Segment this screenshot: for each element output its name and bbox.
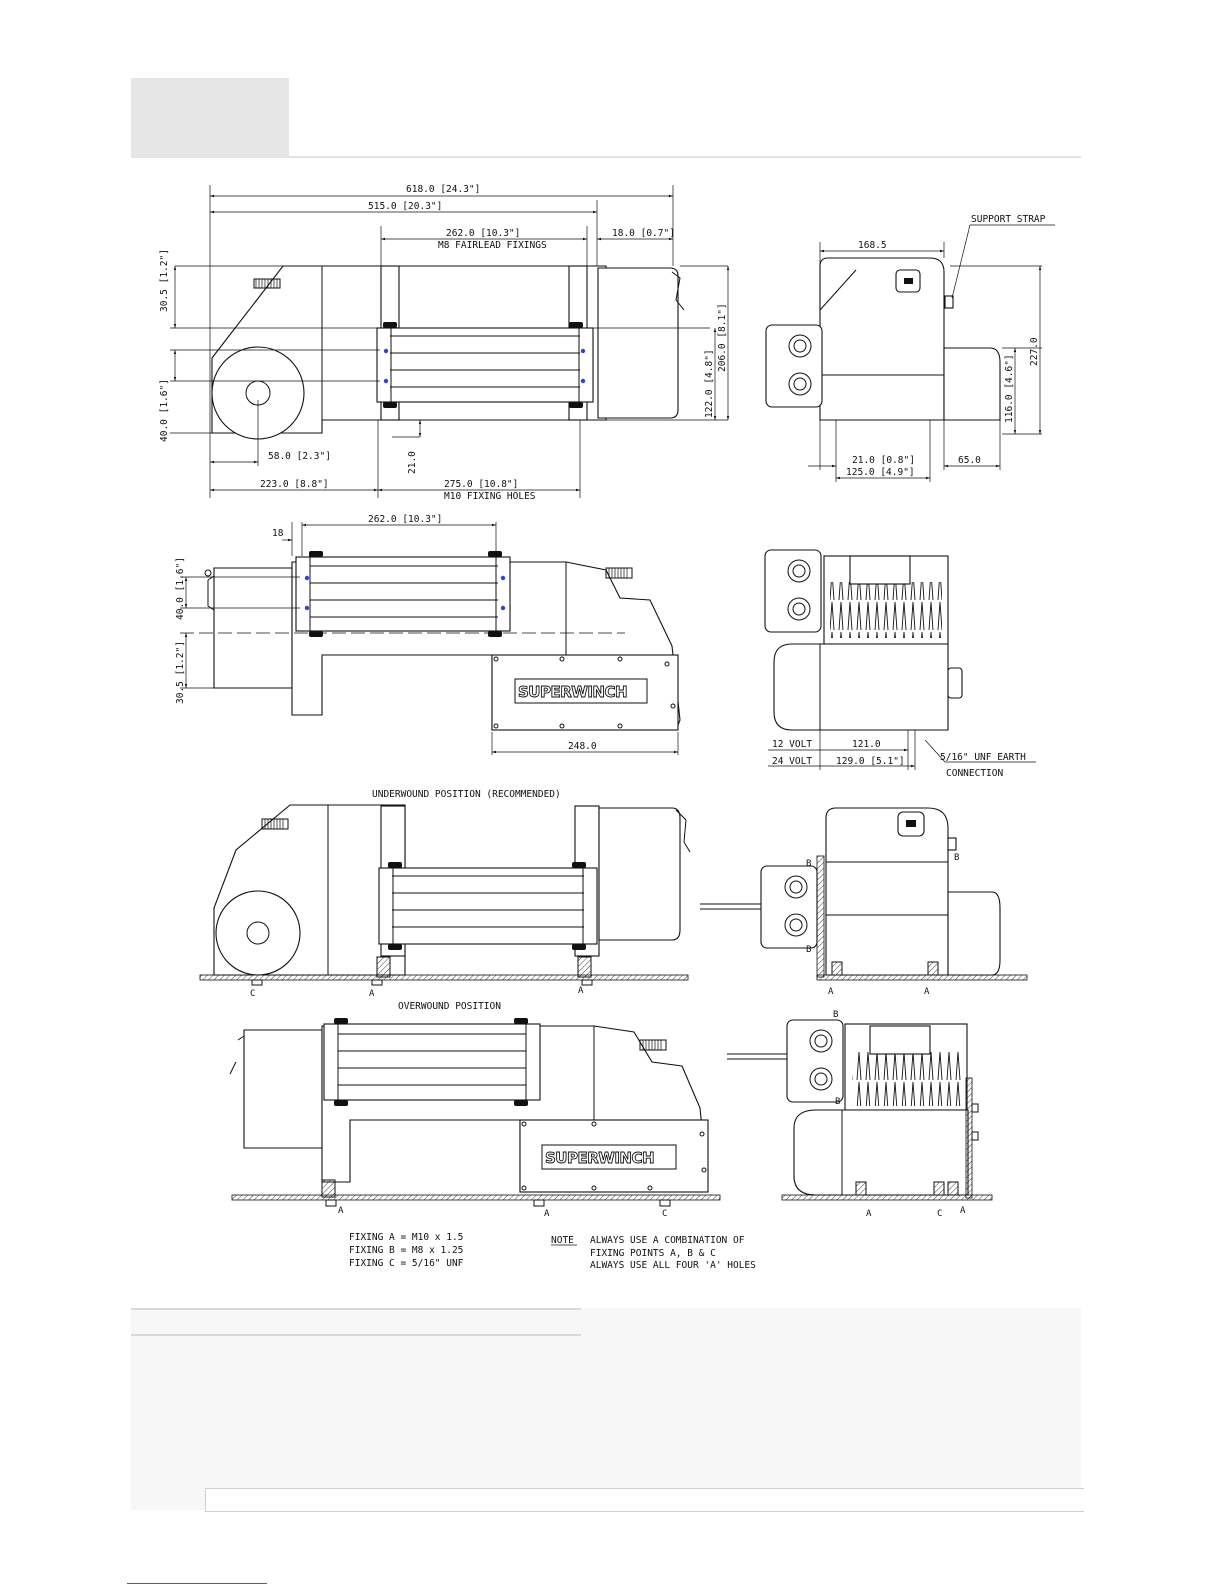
overwound-point-a-left: A <box>338 1206 344 1216</box>
dim-body-length: 515.0 [20.3"] <box>368 201 442 212</box>
underwound-end-point-b-bottom: B <box>806 945 811 955</box>
winch-motor-end-view: 12 VOLT 121.0 24 VOLT 129.0 [5.1"] 5/16"… <box>764 549 1036 779</box>
footer-bar <box>205 1488 1084 1512</box>
dim-foot-span: 125.0 [4.9"] <box>846 467 915 478</box>
dim-fairlead-note: M8 FAIRLEAD FIXINGS <box>438 240 547 251</box>
dim-left-vertical-top: 30.5 [1.2"] <box>159 249 170 312</box>
overwound-end-point-c: C <box>937 1209 942 1219</box>
overwound-end-point-a: A <box>866 1209 872 1219</box>
fixing-a-spec: FIXING A = M10 x 1.5 <box>349 1232 463 1243</box>
label-support-strap: SUPPORT STRAP <box>971 214 1046 225</box>
dim-left-span: 223.0 [8.8"] <box>260 479 329 490</box>
fixing-c-spec: FIXING C = 5/16" UNF <box>349 1258 464 1269</box>
dim-end-width: 168.5 <box>858 240 887 251</box>
underwound-end-point-a-right: A <box>924 987 930 997</box>
dim-side-upper: 40.0 [1.6"] <box>175 557 186 620</box>
underwound-title: UNDERWOUND POSITION (RECOMMENDED) <box>372 789 561 800</box>
superwinch-logo-overwound: SUPERWINCH <box>545 1149 654 1167</box>
underwound-end-point-a-left: A <box>828 987 834 997</box>
underwound-end-point-b-side: B <box>954 853 959 863</box>
overwound-point-c: C <box>662 1209 667 1219</box>
dim-box-length: 248.0 <box>568 741 597 752</box>
dim-hole-note: M10 FIXING HOLES <box>444 491 536 502</box>
section-divider-top <box>131 1308 581 1310</box>
fixing-notes: FIXING A = M10 x 1.5 FIXING B = M8 x 1.2… <box>349 1232 756 1271</box>
overwound-end-point-b-top: B <box>833 1010 838 1020</box>
note-label: NOTE <box>551 1235 574 1246</box>
overwound-point-a-right: A <box>544 1209 550 1219</box>
note-line-3: ALWAYS USE ALL FOUR 'A' HOLES <box>590 1260 756 1271</box>
dim-end-height: 227.0 <box>1029 337 1040 366</box>
winch-side-view: SUPERWINCH 18 262.0 [10.3"] 40.0 [1.6"] … <box>175 514 681 755</box>
dim-right-vertical-outer: 206.0 [8.1"] <box>717 303 728 372</box>
dim-small-offset: 18 <box>272 528 284 539</box>
dim-drum-offset: 58.0 [2.3"] <box>268 451 331 462</box>
dim-fairlead-spacing: 262.0 [10.3"] <box>446 228 520 239</box>
dim-right-offset: 18.0 [0.7"] <box>612 228 675 239</box>
technical-drawing-area: 618.0 [24.3"] 515.0 [20.3"] 262.0 [10.3"… <box>131 158 1081 1308</box>
label-earth-connection-line1: 5/16" UNF EARTH <box>940 752 1026 763</box>
underwound-point-a-left: A <box>369 989 375 999</box>
dim-motor-height: 116.0 [4.6"] <box>1004 354 1015 423</box>
underwound-point-c: C <box>250 989 255 999</box>
winch-end-view: 168.5 SUPPORT STRAP 227.0 116.0 [4.6"] 2… <box>765 214 1055 482</box>
header-logo-placeholder <box>131 78 289 158</box>
winch-front-view: 618.0 [24.3"] 515.0 [20.3"] 262.0 [10.3"… <box>159 184 730 502</box>
superwinch-logo: SUPERWINCH <box>518 683 627 701</box>
dim-motor-offset: 65.0 <box>958 455 981 466</box>
underwound-position-view: UNDERWOUND POSITION (RECOMMENDED) C A A <box>199 789 1028 999</box>
thermal-switch-icon <box>253 278 281 289</box>
label-12-volt: 12 VOLT <box>772 739 812 750</box>
dim-12-volt-value: 121.0 <box>852 739 881 750</box>
section-divider-bottom <box>131 1334 581 1336</box>
overwound-end-point-b-bottom: B <box>835 1097 840 1107</box>
overwound-position-view: OVERWOUND POSITION SUPERWINCH A A C <box>229 1001 993 1219</box>
dim-side-fairlead-spacing: 262.0 [10.3"] <box>368 514 442 525</box>
note-line-2: FIXING POINTS A, B & C <box>590 1248 716 1259</box>
overwound-end-point-a-right: A <box>960 1206 966 1216</box>
note-line-1: ALWAYS USE A COMBINATION OF <box>590 1235 745 1246</box>
dim-foot-height: 21.0 <box>407 451 418 474</box>
dim-hole-spacing: 275.0 [10.8"] <box>444 479 518 490</box>
underwound-end-point-b-top: B <box>806 859 811 869</box>
label-earth-connection-line2: CONNECTION <box>946 768 1003 779</box>
dim-overall-length: 618.0 [24.3"] <box>406 184 480 195</box>
fixing-b-spec: FIXING B = M8 x 1.25 <box>349 1245 463 1256</box>
dim-left-vertical-bottom: 40.0 [1.6"] <box>159 379 170 442</box>
dim-foot-offset: 21.0 [0.8"] <box>852 455 915 466</box>
underwound-point-a-right: A <box>578 986 584 996</box>
page-link-underline[interactable] <box>127 1583 267 1584</box>
dim-right-vertical-inner: 122.0 [4.8"] <box>704 349 715 418</box>
overwound-title: OVERWOUND POSITION <box>398 1001 501 1012</box>
dim-side-lower: 30.5 [1.2"] <box>175 641 186 704</box>
winch-technical-drawing: 618.0 [24.3"] 515.0 [20.3"] 262.0 [10.3"… <box>159 184 1055 1271</box>
header-divider <box>289 156 1081 158</box>
label-24-volt: 24 VOLT <box>772 756 812 767</box>
dim-24-volt-value: 129.0 [5.1"] <box>836 756 905 767</box>
